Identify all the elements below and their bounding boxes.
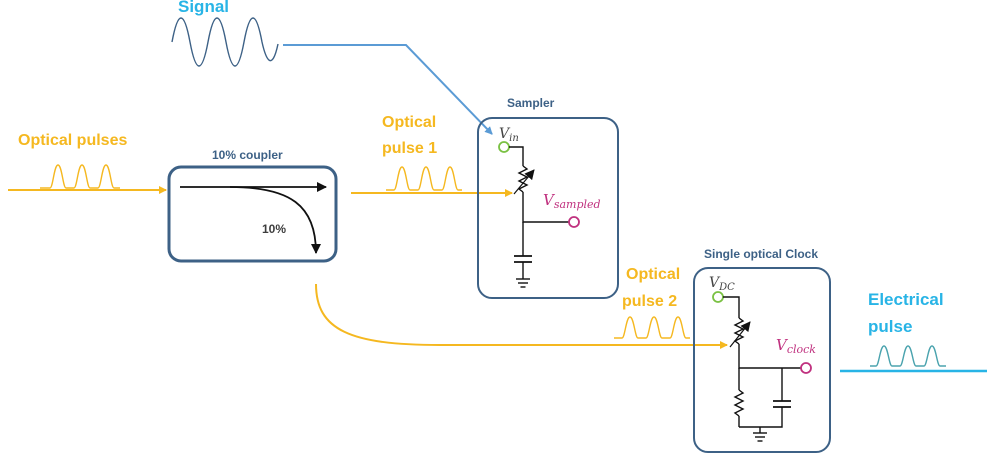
sampler-vsampled-label: Vsampled [543,191,601,211]
sampler-capacitor-icon [514,255,532,263]
sampler-ground-icon [516,278,530,288]
clock-wire-top [723,296,740,318]
coupler-title: 10% coupler [212,148,283,162]
pulse-2-wire [315,283,728,349]
clock-wire-bottom [739,407,783,428]
signal-wave [171,17,279,67]
sampler-vin-pin-icon[interactable] [498,141,510,153]
clock-vclock-label: Vclock [776,336,816,356]
electrical-pulse-line2: pulse [868,317,912,336]
clock-vclock-pin-icon[interactable] [800,362,812,374]
optical-pulse-1-line2: pulse 1 [382,140,437,157]
clock-vdc-label: VDC [709,275,735,293]
signal-wire [283,44,493,135]
electrical-pulse-train [870,345,946,367]
pulse-1-train [386,166,462,191]
sampler-vin-label: Vin [499,126,519,144]
sampler-vsampled-pin-icon[interactable] [568,216,580,228]
optical-pulse-2-line1: Optical [626,266,680,283]
clock-ground-icon [753,432,767,442]
sampler-title: Sampler [507,96,555,110]
electrical-pulse-line1: Electrical [868,290,944,309]
optical-pulses-label: Optical pulses [18,132,127,149]
input-pulse-train [40,164,120,189]
clock-resistor-icon [733,389,745,417]
clock-vdc-pin-icon[interactable] [712,291,724,303]
clock-capacitor-icon [773,400,791,408]
sampler-box [477,117,619,299]
pulse-2-train [614,316,690,339]
clock-title: Single optical Clock [704,247,818,261]
coupler-tap-arrow [229,186,321,254]
clock-variable-resistor-icon [729,317,751,348]
coupler-box [167,165,338,263]
coupler-ratio: 10% [262,222,286,236]
sampler-wire-top [509,146,524,166]
sampler-variable-resistor-icon [513,165,535,195]
signal-label: Signal [178,0,229,16]
clock-box [693,267,831,453]
optical-pulse-1-line1: Optical [382,114,436,131]
optical-pulse-2-line2: pulse 2 [622,293,677,310]
